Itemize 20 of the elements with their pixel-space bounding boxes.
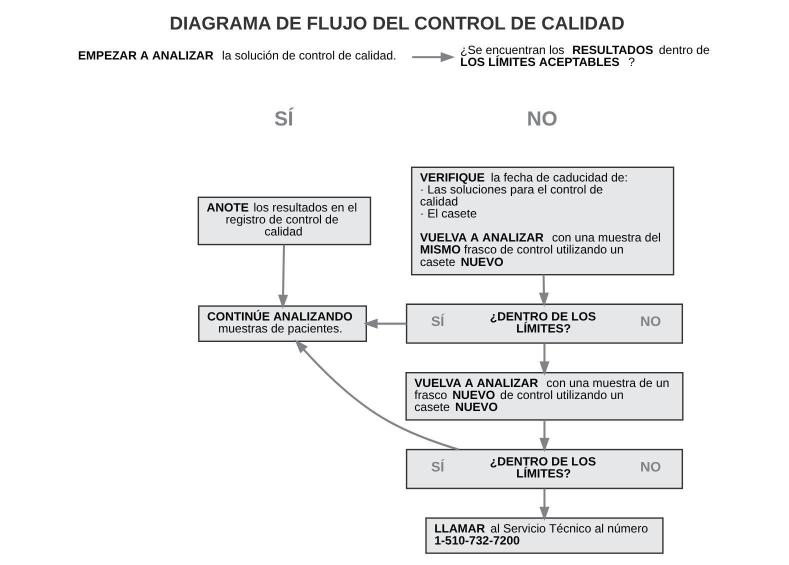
label: SÍ [274,108,293,130]
node-box: VUELVA A ANALIZAR con una muestra de un frasco NUEVO de control utilizando un casete NUEVO [404,372,684,421]
arrow [538,274,548,307]
label: NO [526,108,557,130]
diagram-title: DIAGRAMA DE FLUJO DEL CONTROL DE CALIDAD [169,12,624,34]
arrow [538,420,549,452]
node-box: CONTINÚE ANALIZANDO muestras de pacientes. [198,305,366,342]
node-box: SÍ ¿DENTRO DE LOS LÍMITES? NO [405,448,683,490]
arrow [278,244,288,310]
node-box: LLAMAR al Servicio Técnico al número 1-510-732-7200 [424,517,664,554]
node-text: ¿Se encuentran los RESULTADOS dentro de LOS LÍMITES ACEPTABLES ? [460,42,710,69]
node-box: VERIFIQUE la fecha de caducidad de: · Las soluciones para el control de calidad · El casete VUELVA A ANALIZAR con una muestra del MISMO frasco de control utilizando un casete NUEVO [410,166,674,276]
arrow [294,339,458,450]
node-text: EMPEZAR A ANALIZAR la solución de control de calidad. [78,48,396,62]
arrow [538,488,549,522]
arrow [412,52,454,62]
arrow [538,343,549,376]
arrow [362,318,406,329]
node-box: SÍ ¿DENTRO DE LOS LÍMITES? NO [405,304,683,344]
node-box: ANOTE los resultados en el registro de control de calidad [197,196,371,246]
